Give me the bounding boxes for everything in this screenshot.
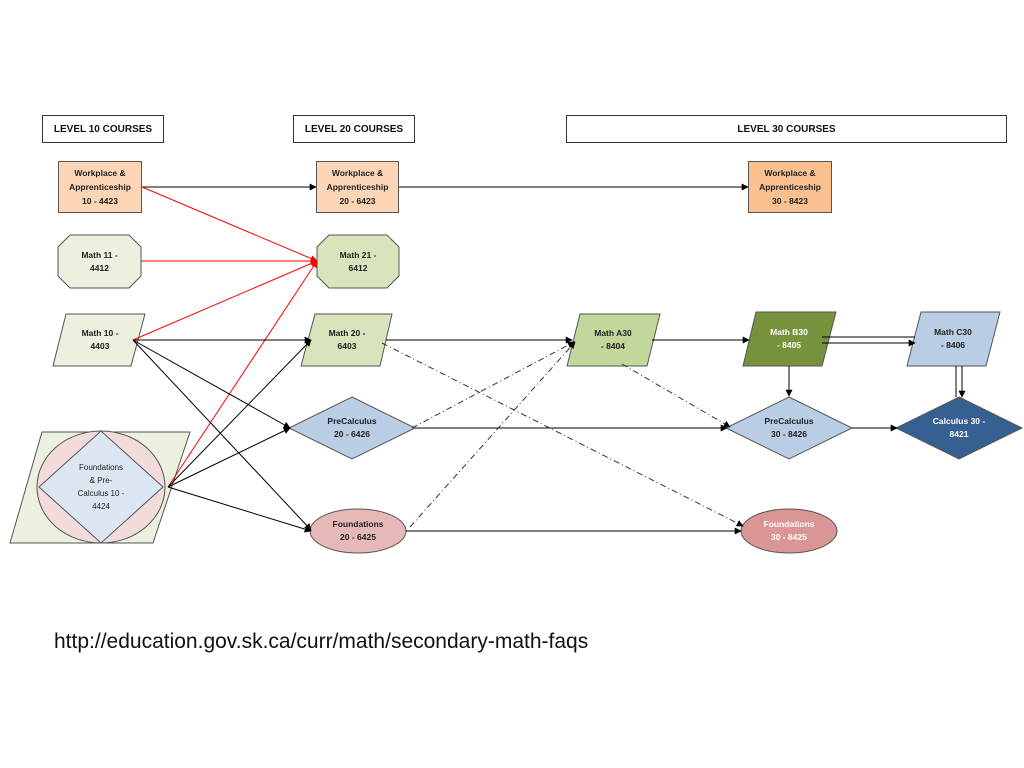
f30-ellipse [740,508,838,554]
math21-octagon [316,234,400,289]
arrow-math10-pc20 [132,339,291,429]
mathC30-parallelogram [906,311,1001,367]
pc20-diamond [287,396,417,460]
f20-ellipse [309,508,407,554]
math10-parallelogram [52,313,146,367]
dashdot-f20-mathA30 [409,341,576,528]
calc30-diamond [894,396,1024,460]
header-level-20: LEVEL 20 COURSES [293,115,415,143]
header-level-30: LEVEL 30 COURSES [566,115,1007,143]
mathB30-parallelogram [742,311,837,367]
arrow-math10-math21 [132,260,318,341]
node-workplace-20: Workplace & Apprenticeship 20 - 6423 [316,161,399,213]
source-url: http://education.gov.sk.ca/curr/math/sec… [54,630,589,653]
arrow-wa10-math21 [141,186,318,262]
dashdot-math20-f30 [381,342,744,527]
math20-parallelogram [300,313,393,367]
header-level-10: LEVEL 10 COURSES [42,115,164,143]
pc30-diamond [724,396,854,460]
arrow-fpc10-pc20 [167,427,291,488]
dashdot-pc20-mathA30 [411,341,575,429]
fpc10-diamond [38,430,164,544]
arrow-fpc10-math21 [167,260,318,488]
node-workplace-30: Workplace & Apprenticeship 30 - 8423 [748,161,832,213]
mathA30-parallelogram [566,313,661,367]
arrow-fpc10-math20 [167,339,312,488]
arrow-math10-f20 [132,339,312,531]
node-workplace-10: Workplace & Apprenticeship 10 - 4423 [58,161,142,213]
math11-octagon [57,234,142,289]
dashdot-mathA30-pc30 [621,363,731,428]
arrow-fpc10-f20 [167,486,312,533]
